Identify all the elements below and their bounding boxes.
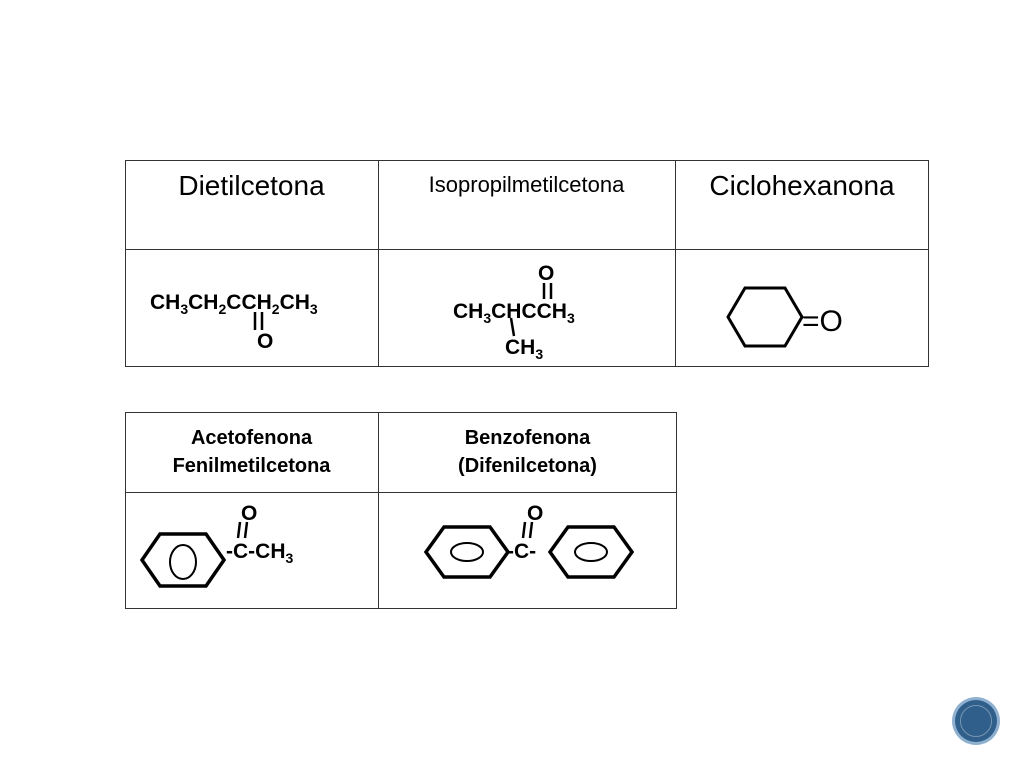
table-ketones-2	[125, 412, 677, 609]
benzene-ring-right	[547, 525, 635, 579]
difenilcetona-label: (Difenilcetona)	[458, 455, 597, 477]
acetofenona-formula: -C-CH3	[226, 540, 294, 566]
ciclo-oxo-group: =O	[802, 305, 843, 338]
header-isopropilmetilcetona: Isopropilmetilcetona	[428, 172, 625, 197]
fenilmetilcetona-label: Fenilmetilcetona	[172, 455, 331, 477]
benzofenona-label: Benzofenona	[464, 427, 591, 449]
header-benzofenona: Benzofenona (Difenilcetona)	[378, 424, 677, 480]
acetofenona-label: Acetofenona	[190, 427, 313, 449]
table1-col-divider-1	[378, 160, 379, 367]
header-dietilcetona: Dietilcetona	[178, 170, 325, 201]
table1-col-divider-2	[675, 160, 676, 367]
cyclohexane-ring	[726, 286, 804, 348]
benzofenona-carbonyl: -C-	[507, 540, 537, 563]
header-ciclohexanona: Ciclohexanona	[709, 170, 895, 201]
slide-nav-button[interactable]	[955, 700, 997, 742]
dietilcetona-formula: CH3CH2CCH2CH3	[150, 291, 318, 317]
benzene-ring-aceto	[139, 532, 227, 588]
aceto-oxygen: O	[241, 502, 258, 525]
isopropilmetilcetona-formula: CH3CHCCH3	[453, 300, 575, 326]
header-acetofenona: Acetofenona Fenilmetilcetona	[125, 424, 378, 480]
isopropil-methyl-branch: CH3	[505, 336, 544, 362]
table1-row-divider	[125, 249, 929, 250]
table2-col-divider	[378, 412, 379, 609]
isopropil-oxygen: O	[538, 262, 555, 285]
benzo-oxygen: O	[527, 502, 544, 525]
benzo-double-bond	[521, 521, 534, 539]
dietil-double-bond	[253, 312, 264, 330]
table2-row-divider	[125, 492, 677, 493]
isopropil-double-bond	[542, 283, 553, 299]
benzene-ring-left	[423, 525, 511, 579]
table-ketones-1	[125, 160, 929, 367]
dietil-oxygen: O	[257, 330, 274, 353]
aceto-double-bond	[236, 521, 249, 539]
isopropil-branch-bond	[509, 317, 516, 337]
